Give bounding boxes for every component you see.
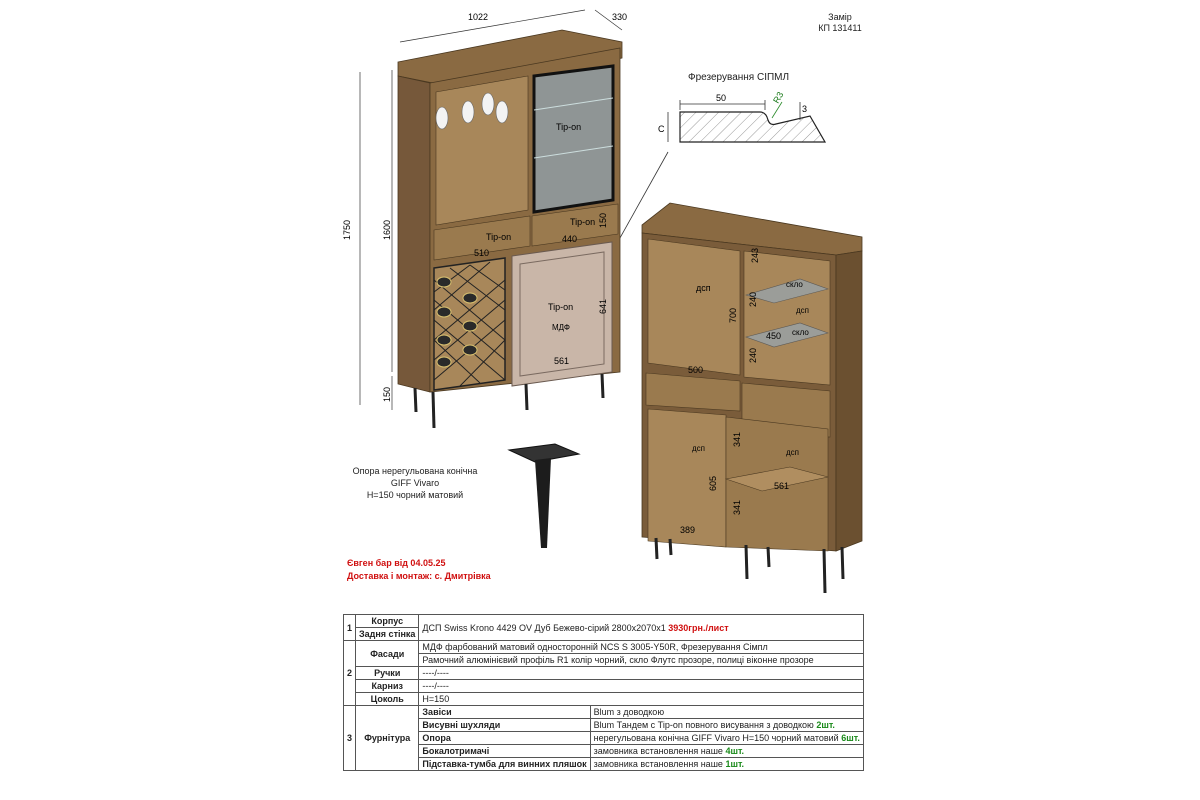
row2-karniz: Карниз: [355, 679, 420, 693]
milling-depth-label: 3: [802, 104, 807, 114]
row3-item-text: Blum Тандем с Tip-on повного висування з…: [593, 720, 814, 730]
dim-leg: 150: [382, 387, 392, 402]
row3-num: 3: [342, 705, 357, 771]
door-mdf-label: МДФ: [552, 323, 570, 332]
row3-item-text: замовника встановлення наше: [593, 746, 723, 756]
dim-height-total: 1750: [342, 220, 352, 240]
dim-150: 150: [598, 213, 608, 228]
dim-height-body: 1600: [382, 220, 392, 240]
row1-price: 3930грн./лист: [668, 622, 729, 633]
row2-f2: Рамочний алюмінієвий профіль R1 колір чо…: [418, 653, 864, 667]
dim-r-240b: 240: [748, 348, 758, 363]
row3-item-qty: 2шт.: [816, 720, 835, 730]
dim-r-500: 500: [688, 365, 703, 375]
dim-641: 641: [598, 299, 608, 314]
header-zamir: Замір: [828, 12, 852, 22]
dim-width: 1022: [468, 12, 488, 22]
row2-ruchky-val: ----/----: [418, 666, 864, 680]
row2-num: 2: [342, 640, 357, 706]
dim-r-450: 450: [766, 331, 781, 341]
cabinet-internal-view: дсп скло дсп скло 450 243 700 240 240 50…: [641, 202, 863, 594]
milling-c-label: C: [658, 124, 665, 134]
row3-item-text: замовника встановлення наше: [593, 759, 723, 769]
row3-item-text: нерегульована конічна GIFF Vivaro H=150 …: [593, 733, 839, 743]
dim-r-243: 243: [750, 248, 760, 263]
dim-depth: 330: [612, 12, 627, 22]
row3-item-name: Висувні шухляди: [418, 718, 591, 732]
right-dsp-1: дсп: [696, 283, 711, 293]
tipon-glass-label: Tip-on: [556, 122, 581, 132]
cabinet-front-view: Tip-on Tip-on Tip-on 510 440 150 Tip-on …: [342, 9, 627, 429]
row3-item-qty: 1шт.: [725, 759, 745, 769]
tipon-door-label: Tip-on: [548, 302, 573, 312]
row3-item-name: Бокалотримачі: [418, 744, 591, 758]
leg-illustration: [507, 443, 581, 548]
row3-item-qty: 6шт.: [841, 733, 860, 743]
milling-title: Фрезерування СІПМЛ: [688, 72, 790, 83]
leg-note: Опора нерегульована конічна GIFF Vivaro …: [330, 465, 500, 501]
dim-510: 510: [474, 248, 489, 258]
tipon-drawer-right-label: Tip-on: [570, 217, 595, 227]
milling-r-label: R3: [771, 90, 785, 105]
row3-item-value: нерегульована конічна GIFF Vivaro H=150 …: [589, 731, 864, 745]
right-dsp-3: дсп: [692, 444, 705, 453]
dim-r-605: 605: [708, 476, 718, 491]
leg-note-line1: Опора нерегульована конічна: [352, 466, 478, 476]
row2-karniz-val: ----/----: [418, 679, 864, 693]
row3-item-qty: 4шт.: [725, 746, 745, 756]
right-dsp-4: дсп: [786, 448, 799, 457]
dim-r-240a: 240: [748, 292, 758, 307]
milling-profile-drawing: 50 C R3 3: [658, 90, 827, 143]
right-sklo-1: скло: [786, 280, 803, 289]
row3-item-name: Опора: [418, 731, 591, 745]
dim-r-700: 700: [728, 308, 738, 323]
row2-tsokol-val: H=150: [418, 692, 864, 706]
dim-r-389: 389: [680, 525, 695, 535]
row1-zadnya: Задня стінка: [355, 627, 420, 641]
row2-tsokol: Цоколь: [355, 692, 420, 706]
row3-furnitura: Фурнітура: [355, 705, 420, 771]
row2-f1: МДФ фарбований матовий односторонній NCS…: [418, 640, 864, 654]
row3-item-text: Blum з доводкою: [593, 707, 665, 717]
row1-korpus: Корпус: [355, 614, 420, 628]
dim-r-561: 561: [774, 481, 789, 491]
row3-item-value: Blum Тандем с Tip-on повного висування з…: [589, 718, 864, 732]
row3-item-name: Підставка-тумба для винних пляшок: [418, 757, 591, 771]
dim-r-341a: 341: [732, 432, 742, 447]
row1-num: 1: [342, 614, 357, 641]
right-sklo-2: скло: [792, 328, 809, 337]
dim-440: 440: [562, 234, 577, 244]
row3-item-value: замовника встановлення наше 1шт.: [589, 757, 864, 771]
order-note: Євген бар від 04.05.25 Доставка і монтаж…: [347, 557, 491, 583]
right-dsp-2: дсп: [796, 306, 809, 315]
row1-material: ДСП Swiss Krono 4429 OV Дуб Бежево-сірий…: [422, 622, 666, 633]
order-line1: Євген бар від 04.05.25: [347, 558, 446, 568]
leg-note-line2: GIFF Vivaro: [390, 478, 440, 488]
dim-r-341b: 341: [732, 500, 742, 515]
dim-561: 561: [554, 356, 569, 366]
leg-note-line3: H=150 чорний матовий: [366, 490, 464, 500]
row3-item-name: Завіси: [418, 705, 591, 719]
row1-text: ДСП Swiss Krono 4429 OV Дуб Бежево-сірий…: [418, 614, 864, 641]
order-line2: Доставка і монтаж: с. Дмитрівка: [347, 571, 491, 581]
row3-item-value: замовника встановлення наше 4шт.: [589, 744, 864, 758]
spec-table: 1 Корпус ДСП Swiss Krono 4429 OV Дуб Беж…: [342, 614, 864, 771]
row3-item-value: Blum з доводкою: [589, 705, 864, 719]
tipon-drawer-left-label: Tip-on: [486, 232, 511, 242]
milling-width-label: 50: [716, 93, 726, 103]
row2-fasady: Фасади: [355, 640, 420, 667]
row2-ruchky: Ручки: [355, 666, 420, 680]
header-kp: КП 131411: [818, 23, 862, 33]
